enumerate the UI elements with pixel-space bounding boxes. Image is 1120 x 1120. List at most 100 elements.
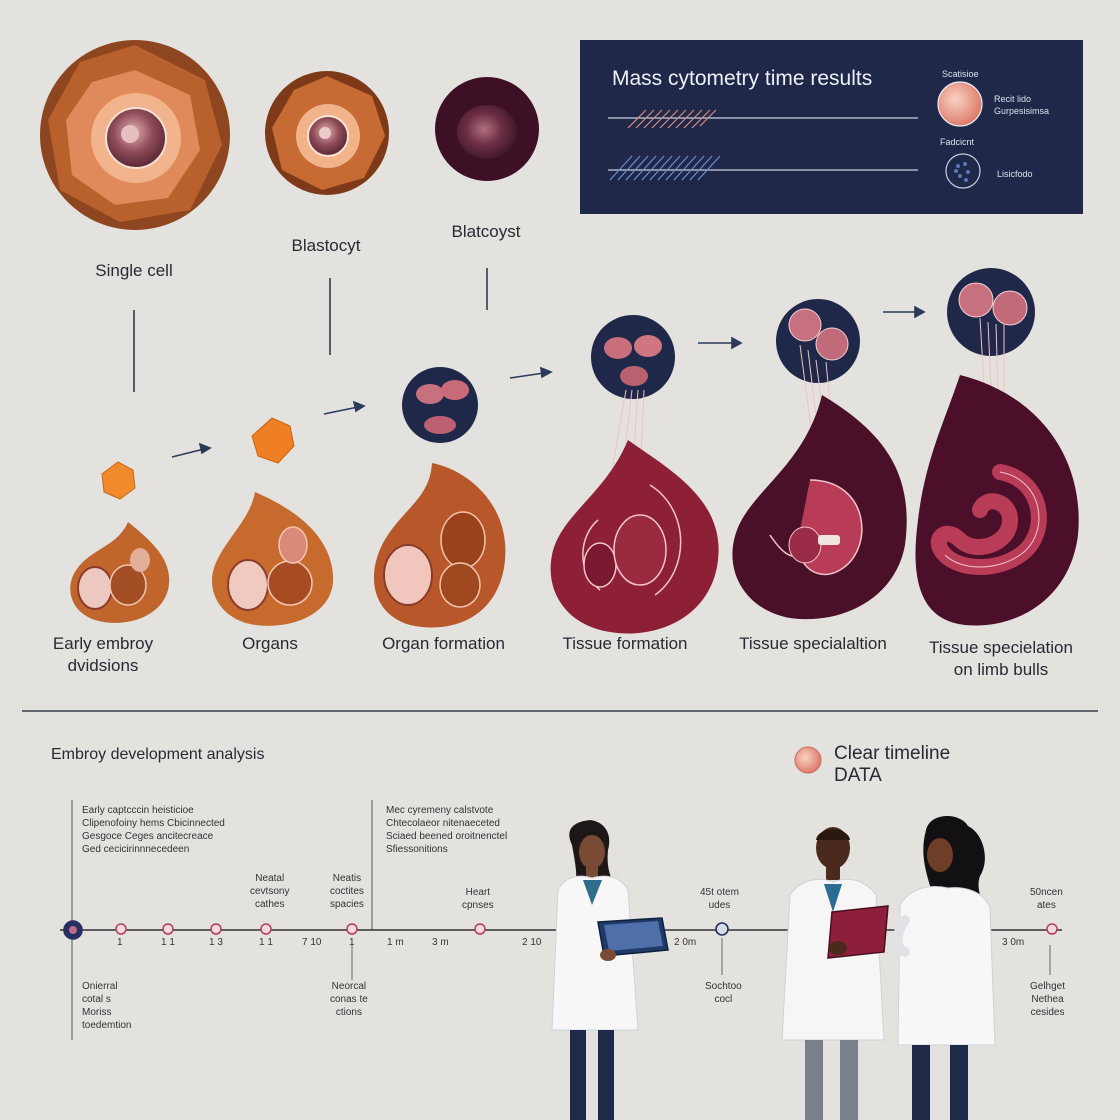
- timeline-lower-label-line: Onierral: [82, 981, 118, 992]
- embryo-limb-buds: [915, 268, 1079, 626]
- timeline-upper-label-line: udes: [708, 900, 731, 911]
- label-early-embryo-line2: dvidsions: [67, 656, 139, 675]
- timeline-upper-label-line: coctites: [330, 886, 364, 897]
- small-cell-orange-2: [251, 417, 295, 464]
- panel-legend-circle-blue: [945, 153, 981, 189]
- timeline-tick-label: 1: [117, 937, 123, 948]
- timeline-tick-label: 1 3: [209, 937, 223, 948]
- timeline-lower-label-line: Neorcal: [331, 981, 367, 992]
- blastocyst-illustration-1: [265, 71, 389, 195]
- timeline-lower-label: Onierral cotal s Moriss toedemtion: [82, 980, 131, 1032]
- timeline-tick-label: 3 m: [432, 937, 449, 948]
- note-left-line: Early captcccin heisticioe: [82, 805, 194, 816]
- panel-legend-circle-pink: [937, 81, 983, 127]
- panel-scatter-blue: [609, 155, 721, 181]
- blastocyst-illustration-2: [435, 77, 539, 181]
- timeline-lower-label-line: Sochtoo: [705, 981, 742, 992]
- callout-label-line1: Clear timeline: [834, 743, 951, 764]
- mass-cytometry-panel: Mass cytometry time results Scatisioe Re…: [580, 40, 1083, 214]
- timeline-upper-label-line: 50ncen: [1030, 887, 1063, 898]
- callout-label: Clear timeline DATA: [834, 743, 950, 787]
- label-limb-buds-line1: Tissue specielation: [929, 638, 1073, 657]
- scientist-right: [892, 815, 996, 1120]
- single-cell-illustration: [40, 40, 230, 230]
- timeline-lower-label-line: ctions: [335, 1007, 362, 1018]
- note-mid-line: Sfiessonitions: [386, 844, 448, 855]
- timeline-lower-label: Neorcal conas te ctions: [330, 980, 368, 1019]
- label-early-embryo: Early embroy dvidsions: [38, 633, 168, 677]
- timeline-upper-label-line: spacies: [330, 899, 364, 910]
- label-limb-buds-line2: on limb bulls: [953, 660, 1049, 679]
- timeline-upper-label-line: Heart: [465, 887, 491, 898]
- timeline-upper-label-line: cevtsony: [250, 886, 290, 897]
- note-left-line: Ged cecicirinnnecedeen: [82, 844, 190, 855]
- arrows: [171, 305, 926, 458]
- timeline-upper-label-line: cathes: [255, 899, 285, 910]
- timeline-upper-label: Heart cpnses: [462, 886, 494, 912]
- connector-lines: [133, 268, 488, 392]
- note-mid-line: Chtecolaeor nitenaeceted: [386, 818, 500, 829]
- label-tissue-specialization: Tissue specialaltion: [739, 634, 887, 653]
- embryo-early-divisions: [70, 522, 170, 623]
- embryo-organ-formation: [373, 367, 506, 628]
- label-organs: Organs: [242, 634, 298, 653]
- label-tissue-formation: Tissue formation: [562, 634, 688, 653]
- label-organ-formation: Organ formation: [382, 634, 505, 653]
- timeline-lower-label: Gelhget Nethea cesides: [1030, 980, 1065, 1019]
- timeline-upper-label: 50ncen ates: [1030, 886, 1063, 912]
- panel-legend-right: Recit lido Gurpesisimsa: [994, 93, 1049, 117]
- timeline-lower-label-line: conas te: [330, 994, 368, 1005]
- timeline-tick-label: 2 10: [522, 937, 542, 948]
- timeline-upper-label: Neatal cevtsony cathes: [250, 872, 289, 911]
- timeline-upper-label-line: cpnses: [462, 900, 494, 911]
- timeline-upper-label-line: ates: [1036, 900, 1056, 911]
- timeline-lower-label-line: toedemtion: [82, 1020, 132, 1031]
- timeline-tick-label: 1 1: [161, 937, 175, 948]
- panel-legend-mid: Fadcicnt: [940, 137, 975, 147]
- timeline-tick-label: 1 1: [259, 937, 273, 948]
- timeline-lower-label-line: cotal s: [82, 994, 111, 1005]
- label-single-cell: Single cell: [95, 261, 173, 280]
- timeline-tick-label: 2 0m: [674, 937, 697, 948]
- timeline-upper-label-line: Neatis: [332, 873, 362, 884]
- note-left-line: Gesgoce Ceges ancitecreace: [82, 831, 214, 842]
- timeline-lower-label-line: Gelhget: [1030, 981, 1066, 992]
- scientist-left: [551, 820, 669, 1120]
- embryo-tissue-specialization: [732, 299, 907, 620]
- scientist-middle: [781, 827, 889, 1120]
- small-cell-orange-1: [101, 461, 136, 500]
- note-mid-line: Sciaed beened oroitnenctel: [386, 831, 508, 842]
- embryo-organs: [211, 492, 334, 626]
- timeline-upper-label-line: Neatal: [255, 873, 285, 884]
- panel-graphics: [608, 81, 983, 189]
- panel-legend-right-line1: Recit lido: [994, 94, 1032, 104]
- timeline-lower-label-line: Moriss: [82, 1007, 112, 1018]
- callout-label-line2: DATA: [834, 765, 882, 786]
- panel-title: Mass cytometry time results: [612, 67, 873, 90]
- callout-dot: [794, 746, 822, 774]
- timeline-upper-label-line: 45t otem: [700, 887, 739, 898]
- timeline-lower-label: Sochtoo cocl: [705, 980, 742, 1006]
- timeline-upper-label: Neatis coctites spacies: [330, 872, 364, 911]
- timeline-tick-label: 1: [349, 937, 355, 948]
- label-early-embryo-line1: Early embroy: [52, 634, 154, 653]
- timeline-upper-label: 45t otem udes: [700, 886, 739, 912]
- panel-legend-right-line2: Gurpesisimsa: [994, 106, 1050, 116]
- note-left-line: Clipenofoiny hems Cbicinnected: [82, 818, 225, 829]
- label-limb-buds: Tissue specielation on limb bulls: [914, 637, 1088, 681]
- timeline-lower-label-line: cocl: [714, 994, 733, 1005]
- panel-scatter-red: [627, 109, 717, 129]
- panel-legend-bottom: Lisicfodo: [997, 169, 1033, 179]
- timeline-tick-label: 7 10: [302, 937, 322, 948]
- note-left: Early captcccin heisticioe Clipenofoiny …: [82, 804, 225, 856]
- embryo-tissue-formation: [550, 315, 719, 634]
- note-mid: Mec cyremeny calstvote Chtecolaeor niten…: [386, 804, 507, 856]
- timeline-tick-label: 1 m: [387, 937, 404, 948]
- label-blastocyst-2: Blatcoyst: [451, 222, 521, 241]
- timeline-lower-label-line: Nethea: [1031, 994, 1064, 1005]
- analysis-title: Embroy development analysis: [51, 746, 265, 763]
- timeline-tick-label: 3 0m: [1002, 937, 1025, 948]
- panel-legend-dots: [954, 162, 970, 182]
- label-blastocyst-1: Blastocyt: [291, 236, 361, 255]
